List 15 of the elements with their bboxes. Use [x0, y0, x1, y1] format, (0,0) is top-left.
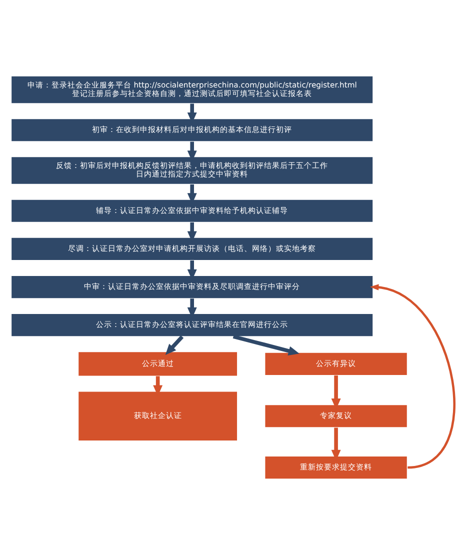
node-box: 重新按要求提交资料	[264, 455, 408, 479]
node-box: 公示有异议	[264, 352, 408, 376]
node-box: 获取社企认证	[78, 390, 238, 441]
arrow	[370, 284, 456, 468]
node-box: 公示通过	[78, 350, 238, 376]
node-box: 反馈：初审后对申报机构反馈初评结果，申请机构收到初评结果后于五个工作日内通过指定方式提交中审资料	[10, 156, 374, 184]
arrow	[165, 334, 184, 354]
node-box: 初审：在收到申报材料后对申报机构的基本信息进行初评	[10, 118, 374, 142]
node-box: 尽调：认证日常办公室对申请机构开展访谈（电话、网络）或实地考察	[10, 236, 374, 260]
node-box: 中审：认证日常办公室依据中审资料及尽职调查进行中审评分	[10, 274, 374, 298]
node-box: 申请：登录社会企业服务平台 http://socialenterprisechina.com/public/static/register.html 登记注册后参与社企资格自测，通过测试后即可填写社企认证报名表	[10, 75, 374, 104]
node-box: 专家复议	[264, 404, 408, 428]
node-box: 公示：认证日常办公室将认证评审结果在官网进行公示	[10, 312, 374, 336]
node-box: 辅导：认证日常办公室依据中审资料给予机构认证辅导	[10, 198, 374, 222]
arrow	[232, 334, 300, 356]
